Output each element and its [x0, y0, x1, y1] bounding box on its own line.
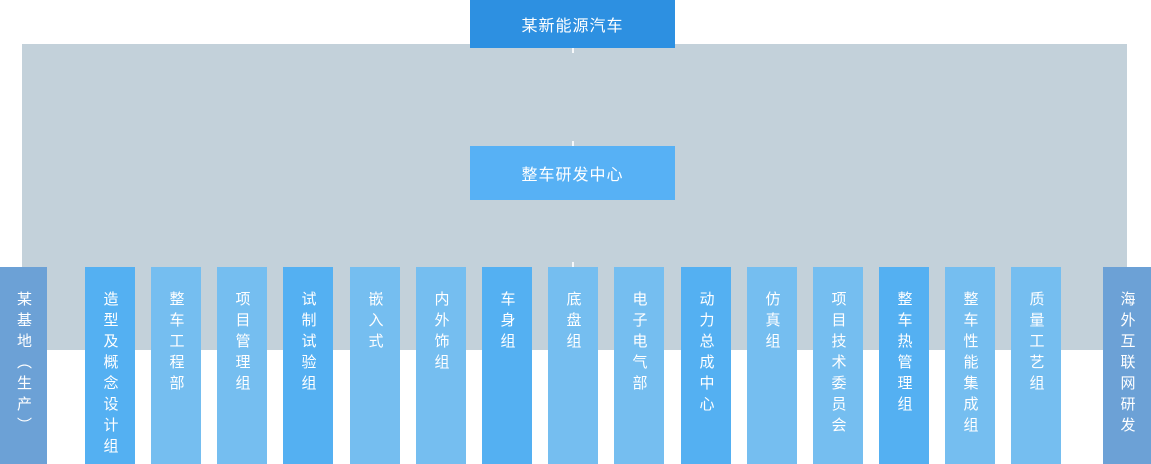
org-column-label: 海外互联网研发	[1118, 291, 1136, 438]
org-column-13: 项目技术委员会	[813, 267, 863, 464]
connector-stub-column	[572, 262, 574, 268]
org-column-15: 整车性能集成组	[945, 267, 995, 464]
org-column-14: 整车热管理组	[879, 267, 929, 464]
org-column-label: 电子电气部	[630, 291, 648, 396]
org-column-label: 底盘组	[564, 291, 582, 354]
org-column-label: 项目管理组	[233, 291, 251, 396]
connector-stub-root	[572, 48, 574, 53]
org-column-label: 整车性能集成组	[961, 291, 979, 438]
org-column-4: 项目管理组	[217, 267, 267, 464]
org-column-10: 电子电气部	[614, 267, 664, 464]
org-node-center: 整车研发中心	[470, 146, 675, 200]
org-column-label: 试制试验组	[299, 291, 317, 396]
org-column-7: 内外饰组	[416, 267, 466, 464]
org-node-center-label: 整车研发中心	[521, 167, 624, 184]
org-column-6: 嵌入式	[350, 267, 400, 464]
org-column-8: 车身组	[482, 267, 532, 464]
org-column-label: 项目技术委员会	[829, 291, 847, 438]
org-column-9: 底盘组	[548, 267, 598, 464]
org-column-16: 质量工艺组	[1011, 267, 1061, 464]
org-column-label: 整车热管理组	[895, 291, 913, 417]
org-column-label: 造型及概念设计组	[101, 291, 119, 459]
org-column-17: 海外互联网研发	[1103, 267, 1151, 464]
org-column-11: 动力总成中心	[681, 267, 731, 464]
org-column-label: 车身组	[498, 291, 516, 354]
org-column-label: 仿真组	[763, 291, 781, 354]
org-node-root-label: 某新能源汽车	[521, 18, 624, 35]
org-column-5: 试制试验组	[283, 267, 333, 464]
org-column-label: 质量工艺组	[1027, 291, 1045, 396]
org-column-3: 整车工程部	[151, 267, 201, 464]
org-column-label: 整车工程部	[167, 291, 185, 396]
org-column-label: 嵌入式	[366, 291, 384, 354]
org-column-2: 造型及概念设计组	[85, 267, 135, 464]
org-column-label: 内外饰组	[432, 291, 450, 375]
connector-stub-center-top	[572, 141, 574, 146]
org-column-1: 某基地（生产）	[0, 267, 47, 464]
org-column-12: 仿真组	[747, 267, 797, 464]
org-column-label: 某基地（生产）	[15, 291, 32, 438]
org-node-root: 某新能源汽车	[470, 0, 675, 48]
org-column-label: 动力总成中心	[697, 291, 715, 417]
